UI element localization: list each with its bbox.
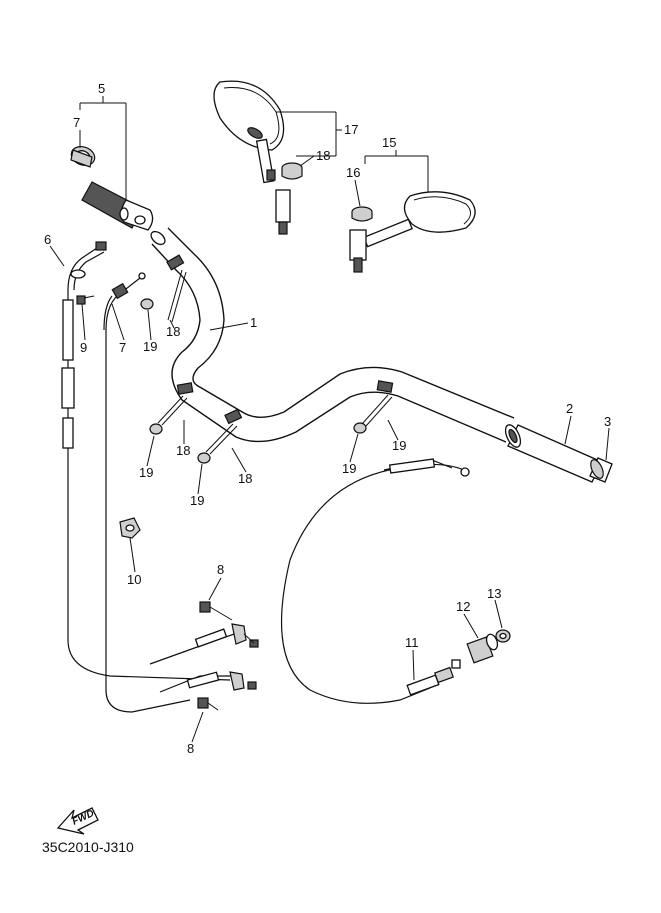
grip-collar [70,145,96,168]
callout-9: 9 [80,340,87,355]
cable-holder [119,517,141,539]
grip-right [504,424,603,483]
tie-strap [157,269,393,455]
callout-8a: 8 [217,562,224,577]
throttle-cable-right [103,272,191,713]
callout-19a: 19 [143,339,157,354]
lock-nut [495,629,511,643]
callout-19d: 19 [342,461,356,476]
callout-19c: 19 [190,493,204,508]
callout-17: 18 [316,148,330,163]
fwd-arrow-icon: FWD [56,807,99,835]
callout-10: 10 [127,572,141,587]
mirror-right [349,191,476,273]
leader-lines [49,96,610,743]
strap-cap [140,298,367,464]
cable-clamp [166,254,394,425]
callout-2: 2 [566,401,573,416]
callout-3: 3 [604,414,611,429]
mirror-cap [281,162,303,180]
mirror-cap-right [351,206,373,222]
callout-18c: 18 [238,471,252,486]
bolt [197,601,233,711]
cable-adjuster [466,633,499,664]
callout-16: 17 [344,122,358,137]
callout-11: 11 [405,635,419,650]
throttle-cable-lower [280,458,470,704]
callout-18d: 19 [392,438,406,453]
callout-18a: 18 [166,324,180,339]
handlebar [150,227,515,443]
callout-labels: 5 7 17 18 15 16 1 2 3 6 7 9 10 8 8 11 12… [44,81,611,756]
drawing-code: 35C2010-J310 [42,839,134,855]
callout-5: 7 [73,115,80,130]
mirror-left [213,80,291,235]
screw [76,295,95,305]
callout-4: 5 [98,81,105,96]
callout-6: 6 [44,232,51,247]
callout-15: 16 [346,165,360,180]
callout-13: 13 [487,586,501,601]
cable-end-upper [149,623,259,665]
callout-1: 1 [250,315,257,330]
callout-18b: 18 [176,443,190,458]
throttle-grip-assembly [81,181,154,231]
callout-14: 15 [382,135,396,150]
grip-end [589,457,613,483]
cable-end-lower [159,671,257,693]
callout-8b: 8 [187,741,194,756]
throttle-cable-left [61,241,231,681]
callout-7: 7 [119,340,126,355]
callout-19b: 19 [139,465,153,480]
callout-12: 12 [456,599,470,614]
